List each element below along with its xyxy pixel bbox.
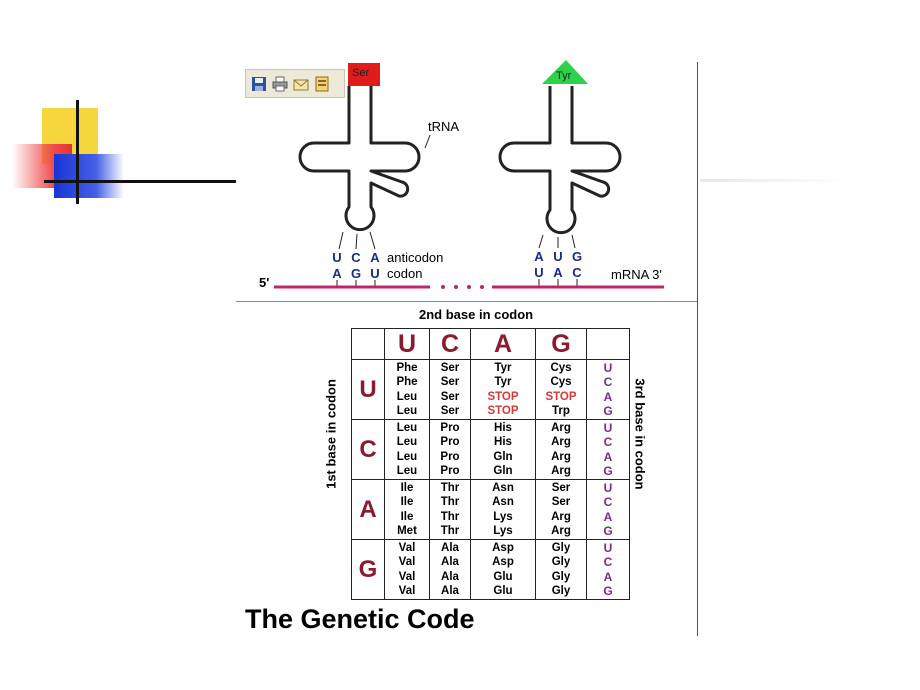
right-codon-base-3: C (572, 265, 582, 280)
ornament-blue-square (54, 154, 124, 198)
trna-label: tRNA (428, 119, 459, 134)
ser-amino-acid-box (348, 63, 380, 86)
second-base-header: U (384, 328, 430, 360)
right-codon-base-1: U (534, 265, 543, 280)
trna-right (498, 86, 622, 235)
left-anticodon-base-1: U (332, 250, 341, 265)
corner-cell (586, 328, 630, 360)
ornament-horizontal-line (44, 180, 236, 183)
right-codon-base-2: A (553, 265, 563, 280)
five-prime-label: 5' (259, 275, 269, 290)
first-base-label: 1st base in codon (323, 379, 339, 489)
first-base-cell: A (351, 479, 385, 540)
right-anticodon-base-2: U (553, 249, 562, 264)
codon-label: codon (387, 266, 422, 281)
second-base-label: 2nd base in codon (419, 307, 534, 322)
figure-title: The Genetic Code (245, 604, 475, 634)
first-base-cell: C (351, 419, 385, 480)
left-anticodon-base-3: A (370, 250, 380, 265)
left-codon-base-1: A (332, 266, 342, 281)
second-base-header: C (429, 328, 471, 360)
first-base-cell: G (351, 539, 385, 600)
trna-left (298, 86, 421, 232)
save-icon[interactable] (251, 76, 267, 92)
mrna-gap-dots (441, 285, 484, 289)
first-base-cell: U (351, 359, 385, 420)
amino-right-label: Tyr (556, 70, 572, 82)
third-base-label: 3rd base in codon (632, 378, 648, 490)
image-toolbar (245, 69, 345, 98)
email-icon[interactable] (293, 76, 309, 92)
anticodon-label: anticodon (387, 250, 443, 265)
mrna-label: mRNA 3' (611, 267, 662, 282)
left-codon-base-2: G (351, 266, 361, 281)
image-right-border (697, 62, 698, 636)
trna-pointer (424, 134, 431, 149)
ornament-faint-line (700, 179, 850, 182)
pdf-icon[interactable] (314, 76, 330, 92)
right-anticodon-base-3: G (572, 249, 582, 264)
left-codon-base-3: U (370, 266, 379, 281)
amino-left-label: Ser (352, 67, 369, 79)
tyr-amino-acid-triangle (542, 60, 588, 84)
ornament-vertical-line (76, 100, 79, 204)
print-icon[interactable] (272, 76, 288, 92)
left-anticodon-base-2: C (351, 250, 361, 265)
right-anticodon-base-1: A (534, 249, 544, 264)
second-base-header-row: U C A G (351, 328, 630, 360)
section-divider (236, 301, 697, 302)
second-base-header: A (470, 328, 536, 360)
second-base-header: G (535, 328, 587, 360)
corner-cell (351, 328, 385, 360)
trna-diagram: Ser Tyr tRNA U C A A G U A U G U A C ant… (259, 60, 664, 290)
